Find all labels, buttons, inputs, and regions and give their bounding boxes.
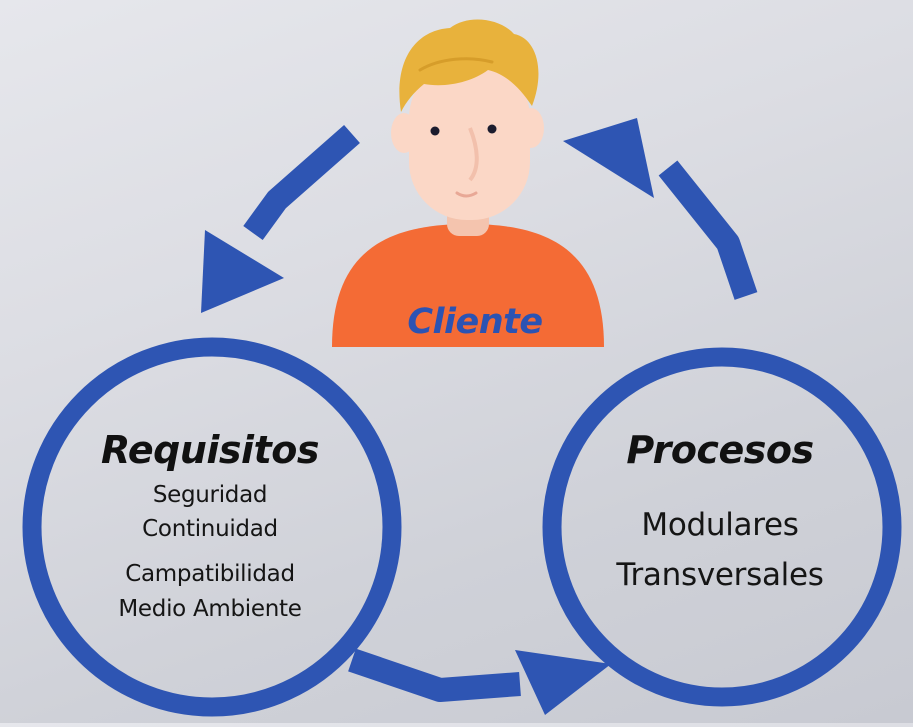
procesos-ring	[542, 347, 902, 707]
requisitos-item: Seguridad	[152, 482, 268, 508]
requisitos-title: Requisitos	[101, 428, 319, 472]
arrow-to-requisitos	[201, 124, 360, 313]
right-eye	[487, 124, 497, 134]
arrow-to-cliente	[563, 118, 758, 300]
face	[409, 60, 530, 220]
requisitos-item: Continuidad	[142, 516, 278, 542]
requisitos-item: Campatibilidad	[125, 561, 295, 587]
requisitos-ring	[22, 337, 402, 717]
arrow-to-procesos	[348, 648, 611, 715]
client-avatar	[332, 19, 604, 347]
requisitos-item: Medio Ambiente	[118, 596, 302, 622]
procesos-item: Modulares	[641, 507, 799, 543]
hair	[399, 19, 539, 112]
procesos-item: Transversales	[616, 557, 824, 593]
client-label: Cliente	[407, 302, 543, 342]
procesos-title: Procesos	[626, 428, 814, 472]
shirt	[332, 224, 604, 347]
left-eye	[430, 126, 440, 136]
